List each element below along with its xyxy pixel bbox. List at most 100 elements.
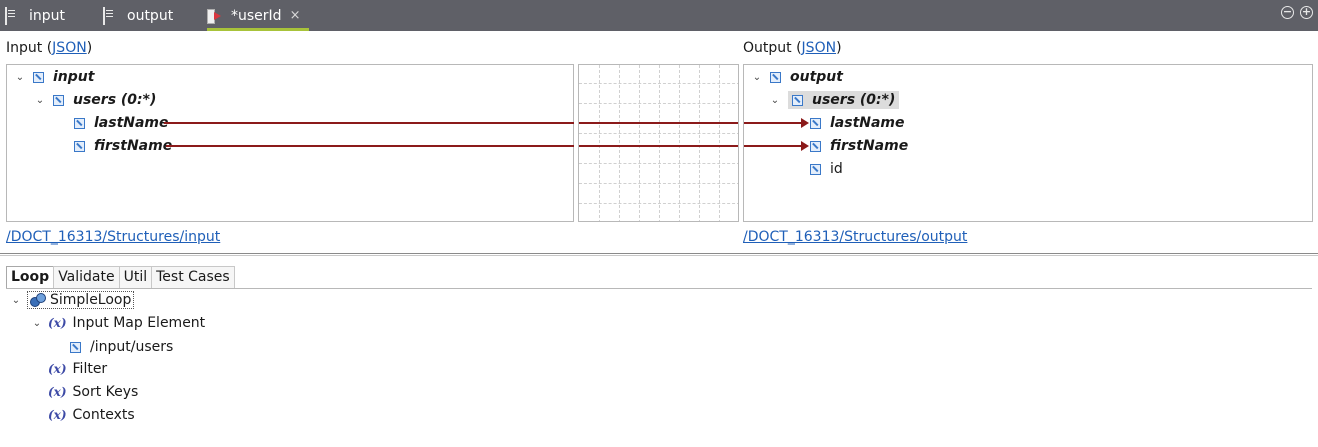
- element-icon: [810, 117, 821, 129]
- tab-test-cases[interactable]: Test Cases: [151, 266, 235, 289]
- tree-node-label: input: [53, 69, 95, 85]
- tab-userid[interactable]: *userId ×: [207, 0, 309, 31]
- loop-icon: [30, 293, 46, 307]
- tree-node-input[interactable]: ⌄ input: [13, 67, 95, 87]
- chevron-down-icon[interactable]: ⌄: [32, 317, 42, 329]
- document-icon: [5, 6, 21, 25]
- tree-node-label: users (0:*): [73, 92, 157, 108]
- loop-node-input-map-element[interactable]: ⌄ (x) Input Map Element: [30, 313, 205, 333]
- tree-node-users[interactable]: ⌄ users (0:*): [33, 90, 157, 110]
- grid-line: [579, 203, 738, 204]
- active-tab-indicator: [207, 28, 309, 31]
- arrowhead-icon: [801, 118, 809, 128]
- chevron-down-icon[interactable]: ⌄: [15, 71, 25, 83]
- output-format-link[interactable]: JSON: [801, 40, 837, 56]
- loop-node-label: Filter: [72, 361, 108, 377]
- element-icon: [53, 94, 64, 106]
- map-icon: [207, 8, 223, 24]
- grid-line: [579, 103, 738, 104]
- tab-output[interactable]: output: [103, 0, 173, 31]
- input-label-prefix: Input (: [6, 40, 53, 56]
- input-structure-path-link[interactable]: /DOCT_16313/Structures/input: [6, 229, 221, 245]
- loop-node-simpleloop[interactable]: ⌄ SimpleLoop: [9, 290, 135, 310]
- element-icon: [770, 71, 781, 83]
- tab-input-label: input: [29, 7, 66, 24]
- grid-line: [719, 65, 720, 221]
- chevron-down-icon[interactable]: ⌄: [11, 294, 21, 306]
- grid-line: [599, 65, 600, 221]
- expression-icon: (x): [48, 408, 67, 422]
- loop-node-filter[interactable]: (x) Filter: [48, 359, 107, 379]
- tab-loop[interactable]: Loop: [6, 266, 55, 289]
- minimize-button[interactable]: −: [1281, 5, 1294, 19]
- loop-node-input-path[interactable]: /input/users: [70, 337, 173, 357]
- input-label-suffix: ): [86, 40, 93, 56]
- expression-icon: (x): [48, 362, 67, 376]
- tree-node-label: lastName: [830, 115, 905, 131]
- close-icon[interactable]: ×: [289, 8, 301, 23]
- output-structure-path-link[interactable]: /DOCT_16313/Structures/output: [743, 229, 968, 245]
- selected-node[interactable]: users (0:*): [788, 91, 900, 109]
- chevron-down-icon[interactable]: ⌄: [752, 71, 762, 83]
- element-icon: [33, 71, 44, 83]
- loop-tab-bar: Loop Validate Util Test Cases: [6, 266, 235, 289]
- panel-splitter[interactable]: [0, 253, 1318, 256]
- input-structure-tree[interactable]: ⌄ input ⌄ users (0:*) lastName firstName: [6, 64, 574, 222]
- output-label-prefix: Output (: [743, 40, 802, 56]
- input-panel-title: Input (JSON): [6, 40, 92, 56]
- grid-line: [659, 65, 660, 221]
- grid-line: [619, 65, 620, 221]
- mapping-line-firstname[interactable]: [166, 145, 574, 147]
- element-icon: [792, 94, 803, 106]
- element-link-icon: [70, 341, 81, 353]
- grid-line: [579, 133, 738, 134]
- arrowhead-icon: [801, 141, 809, 151]
- mapping-line-firstname[interactable]: [744, 145, 802, 147]
- focused-node[interactable]: SimpleLoop: [27, 291, 135, 309]
- divider: [6, 288, 1312, 289]
- expression-icon: (x): [48, 316, 67, 330]
- tree-node-firstname[interactable]: firstName: [74, 136, 172, 156]
- loop-node-contexts[interactable]: (x) Contexts: [48, 405, 135, 425]
- tree-node-label: firstName: [94, 138, 173, 154]
- output-panel-title: Output (JSON): [743, 40, 842, 56]
- element-icon: [74, 117, 85, 129]
- element-icon: [810, 140, 821, 152]
- loop-node-label: SimpleLoop: [50, 292, 132, 308]
- mapping-line-lastname[interactable]: [744, 122, 802, 124]
- tree-node-id[interactable]: id: [810, 159, 843, 179]
- expression-icon: (x): [48, 385, 67, 399]
- grid-line: [699, 65, 700, 221]
- tree-node-output[interactable]: ⌄ output: [750, 67, 843, 87]
- chevron-down-icon[interactable]: ⌄: [35, 94, 45, 106]
- output-structure-tree[interactable]: ⌄ output ⌄ users (0:*) lastName firstNam…: [743, 64, 1313, 222]
- element-icon: [810, 163, 821, 175]
- mapping-line-firstname[interactable]: [579, 145, 738, 147]
- tree-node-lastname[interactable]: lastName: [810, 113, 905, 133]
- element-icon: [74, 140, 85, 152]
- mapping-line-lastname[interactable]: [164, 122, 574, 124]
- mapping-canvas[interactable]: [578, 64, 739, 222]
- loop-node-label: Sort Keys: [72, 384, 139, 400]
- tree-node-label: output: [790, 69, 843, 85]
- tree-node-users[interactable]: ⌄ users (0:*): [768, 90, 900, 110]
- tree-node-firstname[interactable]: firstName: [810, 136, 908, 156]
- grid-line: [579, 83, 738, 84]
- tab-validate[interactable]: Validate: [53, 266, 120, 289]
- maximize-button[interactable]: +: [1300, 5, 1313, 19]
- loop-node-label: Contexts: [72, 407, 135, 423]
- grid-line: [579, 183, 738, 184]
- tab-output-label: output: [127, 7, 174, 24]
- grid-line: [579, 163, 738, 164]
- tree-node-lastname[interactable]: lastName: [74, 113, 169, 133]
- tab-util[interactable]: Util: [118, 266, 153, 289]
- loop-node-sort-keys[interactable]: (x) Sort Keys: [48, 382, 138, 402]
- document-icon: [103, 6, 119, 25]
- loop-node-label: /input/users: [90, 339, 174, 355]
- mapping-line-lastname[interactable]: [579, 122, 738, 124]
- input-format-link[interactable]: JSON: [52, 40, 87, 56]
- tab-input[interactable]: input: [5, 0, 65, 31]
- tree-node-label: users (0:*): [812, 92, 896, 108]
- tree-node-label: id: [830, 161, 843, 177]
- chevron-down-icon[interactable]: ⌄: [770, 94, 780, 106]
